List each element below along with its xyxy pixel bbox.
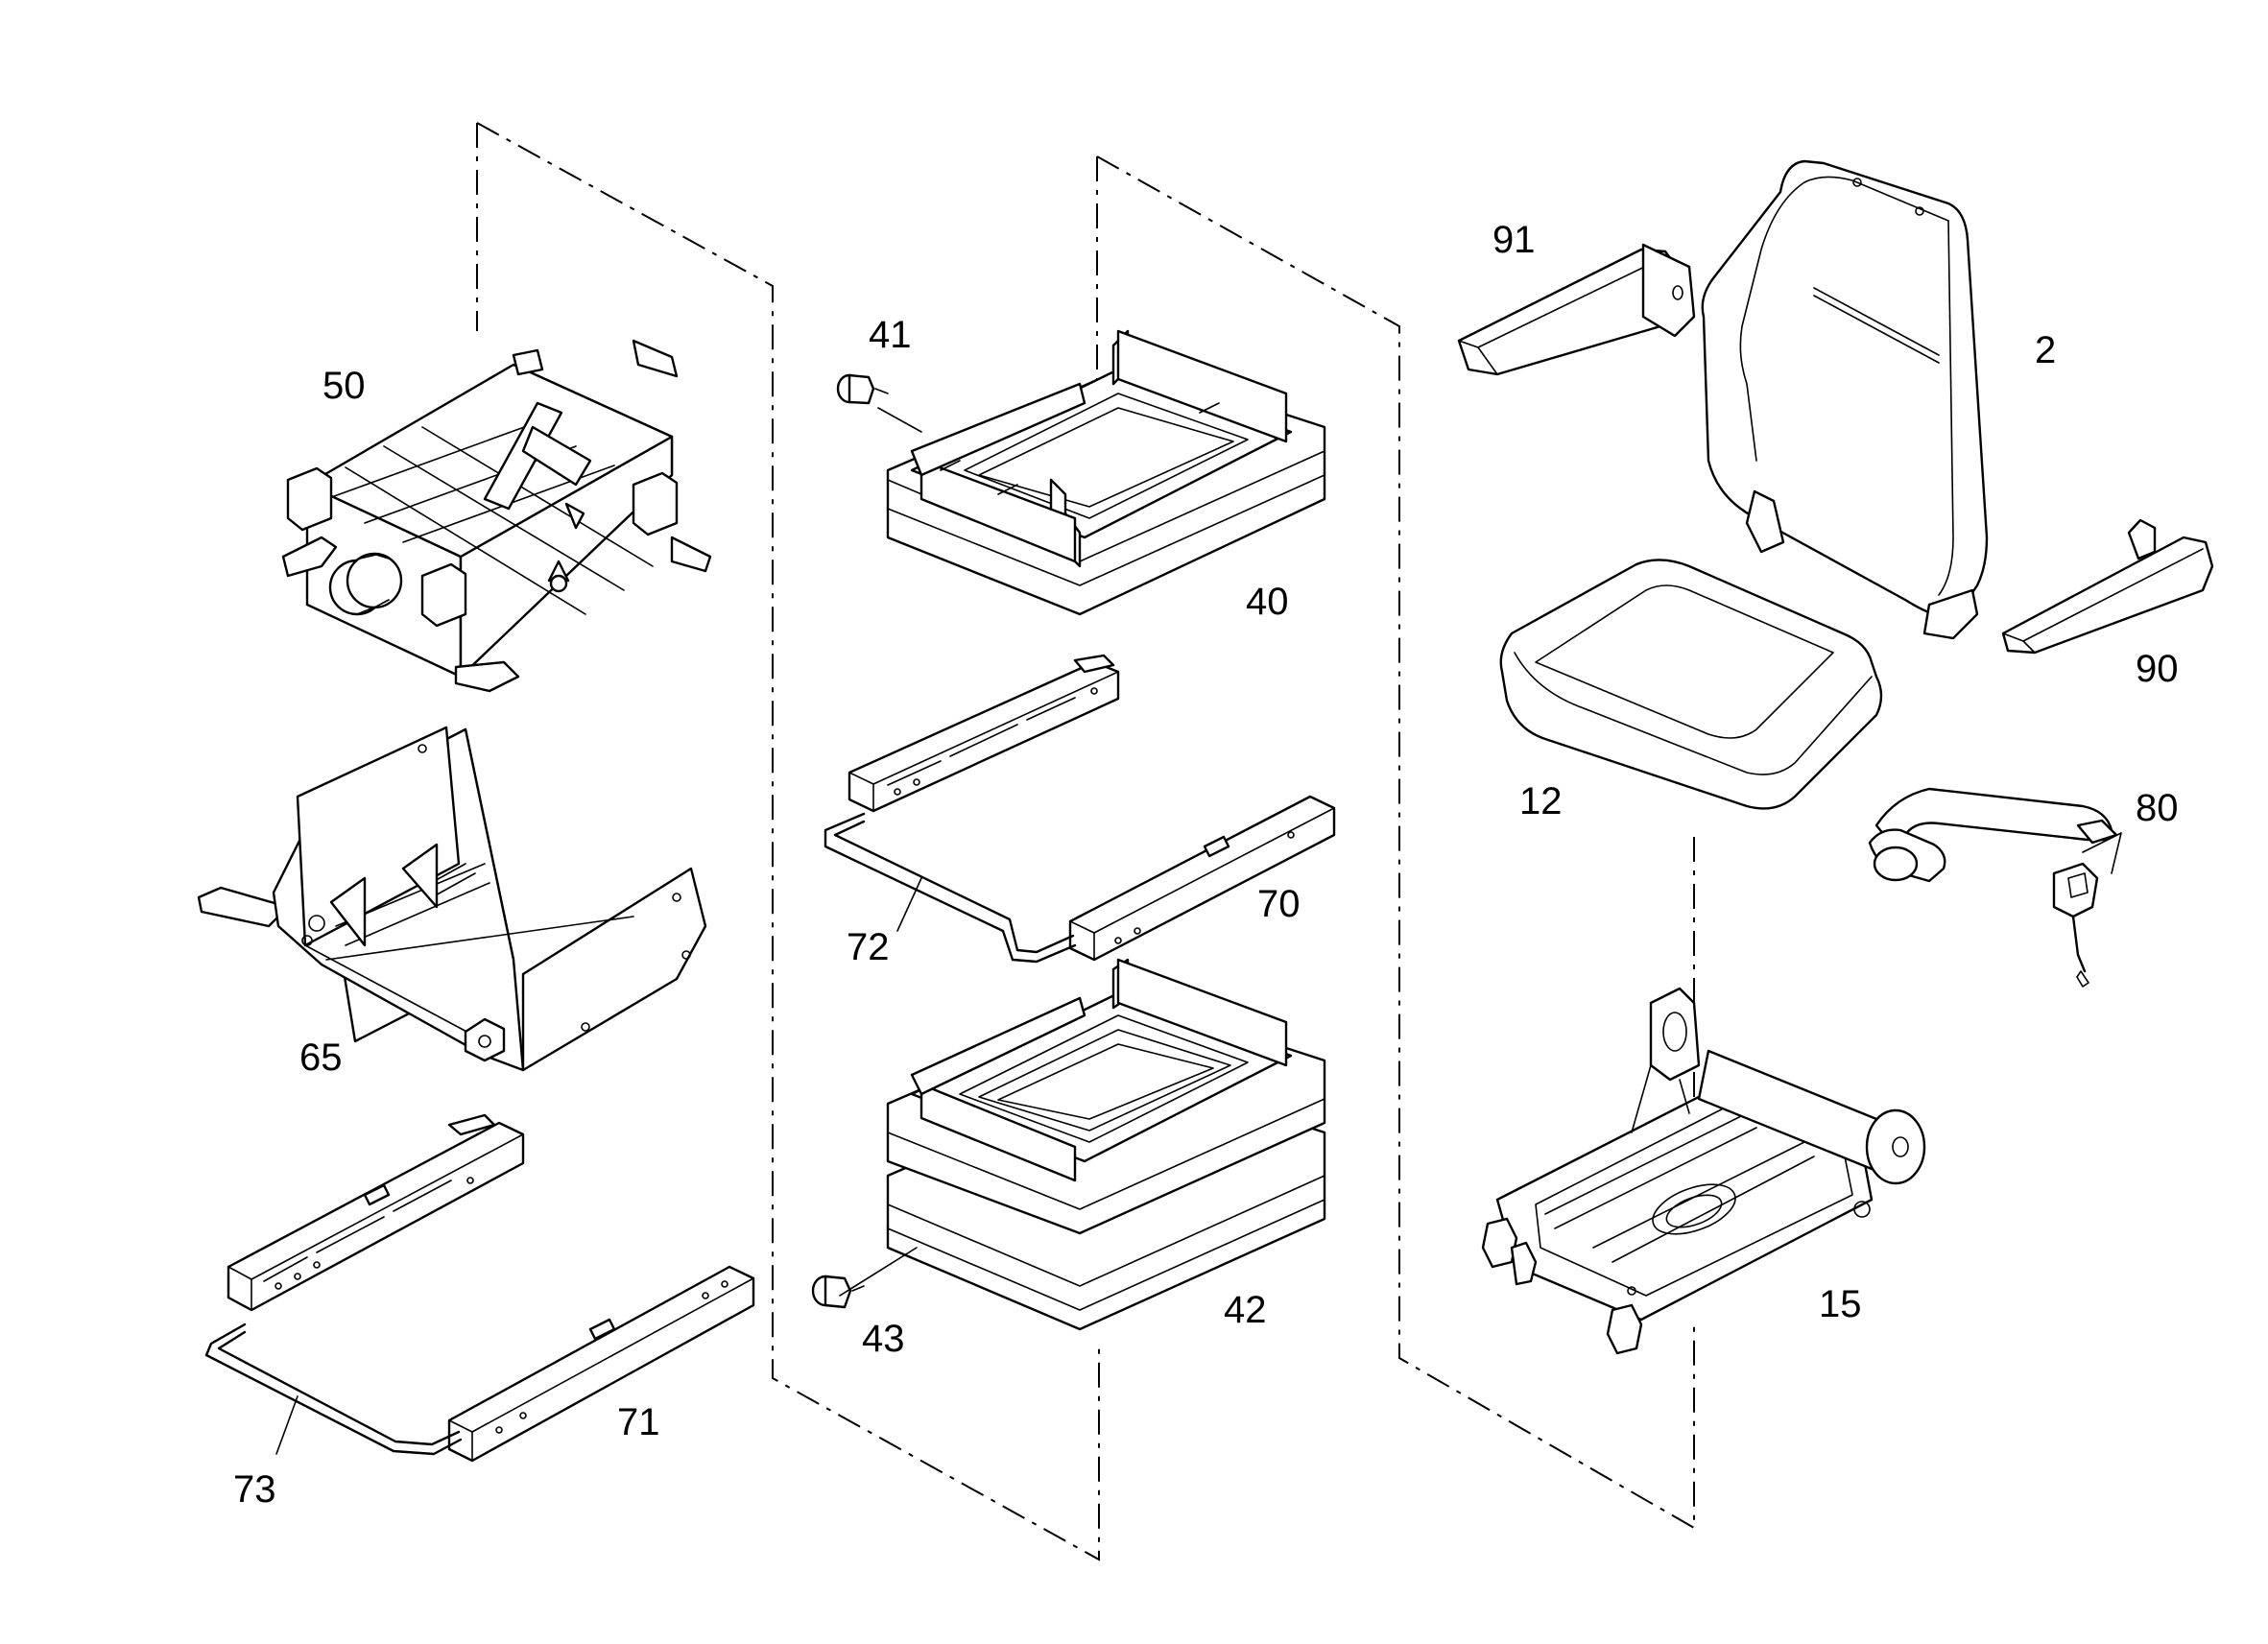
part-40-upper-bellows [886, 329, 1326, 616]
part-65-seat-base [197, 726, 707, 1072]
label-part-73: 73 [233, 1468, 276, 1511]
label-part-72: 72 [847, 926, 890, 968]
part-15-seat-frame [1481, 987, 1926, 1355]
part-43-knob [811, 1275, 865, 1309]
leader-72 [896, 877, 922, 932]
leader-43 [839, 1247, 918, 1297]
part-70-upper-slide-rails [824, 654, 1336, 964]
guide-line-middle-panel [1096, 155, 1695, 1530]
label-part-40: 40 [1246, 581, 1289, 623]
label-part-2: 2 [2035, 329, 2056, 371]
part-12-seat-cushion [1499, 559, 1883, 810]
label-part-80: 80 [2136, 787, 2179, 829]
part-42-lower-bellows [886, 958, 1326, 1331]
leader-73 [275, 1395, 298, 1455]
guide-line-left-panel [476, 122, 1100, 1561]
label-part-71: 71 [617, 1401, 660, 1443]
leader-80 [2082, 832, 2122, 874]
label-part-15: 15 [1819, 1283, 1862, 1325]
label-part-43: 43 [862, 1318, 905, 1360]
label-part-12: 12 [1519, 780, 1563, 822]
part-73-towel-bar [204, 1322, 463, 1456]
label-part-91: 91 [1492, 219, 1536, 261]
part-90-right-armrest [2001, 518, 2214, 655]
part-71-lower-slide-rails [204, 1113, 755, 1463]
label-part-70: 70 [1257, 883, 1301, 925]
part-2-backrest [1701, 159, 1989, 640]
label-part-42: 42 [1224, 1289, 1267, 1331]
leader-41 [877, 407, 922, 433]
label-part-90: 90 [2136, 648, 2179, 690]
part-50-suspension-mechanism [281, 339, 712, 693]
part-labels: 50 65 73 71 41 40 72 70 43 42 91 2 90 12… [233, 219, 2179, 1511]
part-41-knob [836, 373, 889, 405]
label-part-50: 50 [322, 365, 366, 407]
part-72-towel-bar [824, 812, 1077, 964]
part-91-left-armrest [1457, 243, 1696, 376]
label-part-65: 65 [299, 1036, 343, 1079]
label-part-41: 41 [869, 314, 912, 356]
part-80-seat-belt [1868, 787, 2118, 988]
leader-lines [275, 407, 2122, 1455]
